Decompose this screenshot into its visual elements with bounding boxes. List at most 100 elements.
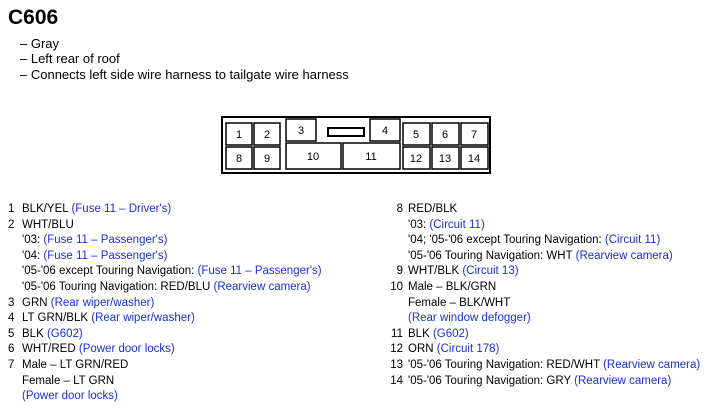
reference-link[interactable]: (Rearview camera) bbox=[213, 280, 311, 293]
pin-line-continuation: '04; '05-'06 except Touring Navigation: … bbox=[383, 233, 700, 249]
pin-text: LT GRN/BLK (Rear wiper/washer) bbox=[22, 311, 195, 327]
pin-line-continuation: '03: (Fuse 11 – Passenger's) bbox=[8, 233, 322, 249]
pin-number: 4 bbox=[8, 312, 15, 325]
reference-link[interactable]: (Rear wiper/washer) bbox=[50, 296, 155, 309]
reference-link[interactable]: (G602) bbox=[432, 327, 469, 340]
pin-number: 3 bbox=[8, 296, 15, 309]
wire-text: GRN bbox=[22, 296, 51, 309]
reference-link[interactable]: (Circuit 13) bbox=[462, 265, 519, 278]
pin-text: '04: (Fuse 11 – Passenger's) bbox=[22, 250, 167, 262]
reference-link[interactable]: (Circuit 11) bbox=[429, 218, 485, 231]
pin-label-9: 9 bbox=[264, 153, 270, 165]
pin-cell-12 bbox=[402, 146, 431, 170]
reference-link[interactable]: (Fuse 11 – Driver's) bbox=[71, 203, 172, 215]
wire-text: '05-'06 Touring Navigation: GRY bbox=[408, 374, 575, 387]
reference-link[interactable]: (Fuse 11 – Passenger's) bbox=[43, 249, 168, 262]
description-location: – Left rear of roof bbox=[20, 51, 120, 66]
pin-label-14: 14 bbox=[468, 153, 480, 165]
wire-text: '04; '05-'06 except Touring Navigation: bbox=[408, 234, 605, 247]
wire-text: BLK bbox=[408, 327, 433, 340]
pin-cell-7 bbox=[460, 122, 489, 146]
pin-text: WHT/BLU bbox=[22, 218, 74, 234]
pin-line: 6 WHT/RED (Power door locks) bbox=[8, 342, 322, 358]
pin-cell-6 bbox=[431, 122, 460, 146]
pin-cell-8 bbox=[225, 146, 253, 170]
wire-text: RED/BLK bbox=[408, 203, 458, 215]
pin-entry-3: 3 GRN (Rear wiper/washer) bbox=[8, 296, 322, 312]
pin-cell-3 bbox=[285, 118, 317, 142]
pin-line-continuation: '05-'06 Touring Navigation: RED/BLU (Rea… bbox=[8, 280, 322, 296]
pin-cell-1 bbox=[225, 122, 253, 146]
connector-diagram: 1 2 3 4 5 6 7 8 9 10 11 12 13 14 bbox=[221, 116, 491, 174]
pin-text: '05-'06 Touring Navigation: RED/BLU (Rea… bbox=[22, 281, 311, 293]
wire-text: '05-'06 except Touring Navigation: bbox=[22, 265, 198, 278]
reference-link[interactable]: (Rear wiper/washer) bbox=[91, 312, 195, 325]
pin-entry-13: 13'05-'06 Touring Navigation: RED/WHT (R… bbox=[383, 358, 700, 374]
pin-line: 2 WHT/BLU bbox=[8, 218, 322, 234]
wire-text: Female – BLK/WHT bbox=[408, 296, 511, 309]
pin-cell-14 bbox=[460, 146, 489, 170]
reference-link[interactable]: (Circuit 178) bbox=[436, 343, 500, 356]
pin-number: 6 bbox=[8, 343, 15, 356]
wire-text: WHT/BLK bbox=[408, 265, 463, 278]
pin-text: RED/BLK bbox=[408, 202, 457, 218]
pin-text: Male – BLK/GRN bbox=[408, 280, 496, 296]
pin-number: 1 bbox=[8, 203, 15, 215]
pin-number: 14 bbox=[390, 374, 403, 387]
pin-number: 11 bbox=[391, 327, 403, 340]
pin-text: '03: (Circuit 11) bbox=[408, 219, 485, 231]
pin-label-11: 11 bbox=[365, 151, 376, 163]
reference-link[interactable]: (Power door locks) bbox=[22, 390, 118, 403]
reference-link[interactable]: (G602) bbox=[46, 327, 83, 340]
pin-cell-5 bbox=[402, 122, 431, 146]
pin-label-1: 1 bbox=[236, 129, 242, 141]
pin-number: 2 bbox=[8, 218, 15, 231]
pin-text: '04; '05-'06 except Touring Navigation: … bbox=[408, 234, 660, 246]
pin-label-2: 2 bbox=[264, 129, 270, 141]
reference-link[interactable]: (Fuse 11 – Passenger's) bbox=[43, 234, 168, 247]
reference-link[interactable]: (Fuse 11 – Passenger's) bbox=[197, 265, 322, 278]
reference-link[interactable]: (Power door locks) bbox=[78, 343, 175, 356]
wire-text: ORN bbox=[408, 343, 437, 356]
connector-latch bbox=[327, 127, 365, 137]
description-connection: – Connects left side wire harness to tai… bbox=[20, 67, 349, 82]
wire-text: Female – LT GRN bbox=[22, 374, 115, 387]
pin-number: 5 bbox=[8, 327, 15, 340]
pin-line: 14 '05-'06 Touring Navigation: GRY (Rearv… bbox=[383, 374, 700, 390]
page-title: C606 bbox=[8, 6, 59, 29]
wire-text: '03: bbox=[22, 234, 44, 247]
pin-line-continuation: '03: (Circuit 11) bbox=[383, 218, 700, 234]
pin-label-12: 12 bbox=[410, 153, 422, 165]
wire-text: WHT/RED bbox=[22, 343, 79, 356]
wire-text: Male – LT GRN/RED bbox=[22, 358, 129, 371]
pin-line: 4 LT GRN/BLK (Rear wiper/washer) bbox=[8, 311, 322, 327]
pin-label-5: 5 bbox=[413, 129, 419, 141]
pin-text: (Power door locks) bbox=[22, 390, 118, 402]
wire-text: WHT/BLU bbox=[22, 218, 74, 231]
pin-line: 13'05-'06 Touring Navigation: RED/WHT (R… bbox=[383, 358, 700, 374]
pin-text: WHT/RED (Power door locks) bbox=[22, 342, 175, 358]
reference-link[interactable]: (Rearview camera) bbox=[574, 374, 672, 387]
pin-label-6: 6 bbox=[442, 129, 448, 141]
pin-cell-4 bbox=[369, 118, 401, 142]
pin-cell-10 bbox=[285, 142, 342, 170]
pin-line-continuation: '05-'06 except Touring Navigation: (Fuse… bbox=[8, 264, 322, 280]
pin-text: '05-'06 Touring Navigation: GRY (Rearvie… bbox=[408, 374, 671, 390]
reference-link[interactable]: (Circuit 11) bbox=[604, 234, 661, 247]
reference-link[interactable]: (Rearview camera) bbox=[603, 358, 701, 371]
pin-line-continuation: '04: (Fuse 11 – Passenger's) bbox=[8, 249, 322, 265]
reference-link[interactable]: (Rearview camera) bbox=[575, 249, 673, 262]
pin-entry-6: 6 WHT/RED (Power door locks) bbox=[8, 342, 322, 358]
reference-link[interactable]: (Rear window defogger) bbox=[408, 312, 531, 325]
pin-text: '05-'06 Touring Navigation: WHT (Rearvie… bbox=[408, 250, 673, 262]
pin-label-7: 7 bbox=[471, 129, 477, 141]
pin-line: 3 GRN (Rear wiper/washer) bbox=[8, 296, 322, 312]
